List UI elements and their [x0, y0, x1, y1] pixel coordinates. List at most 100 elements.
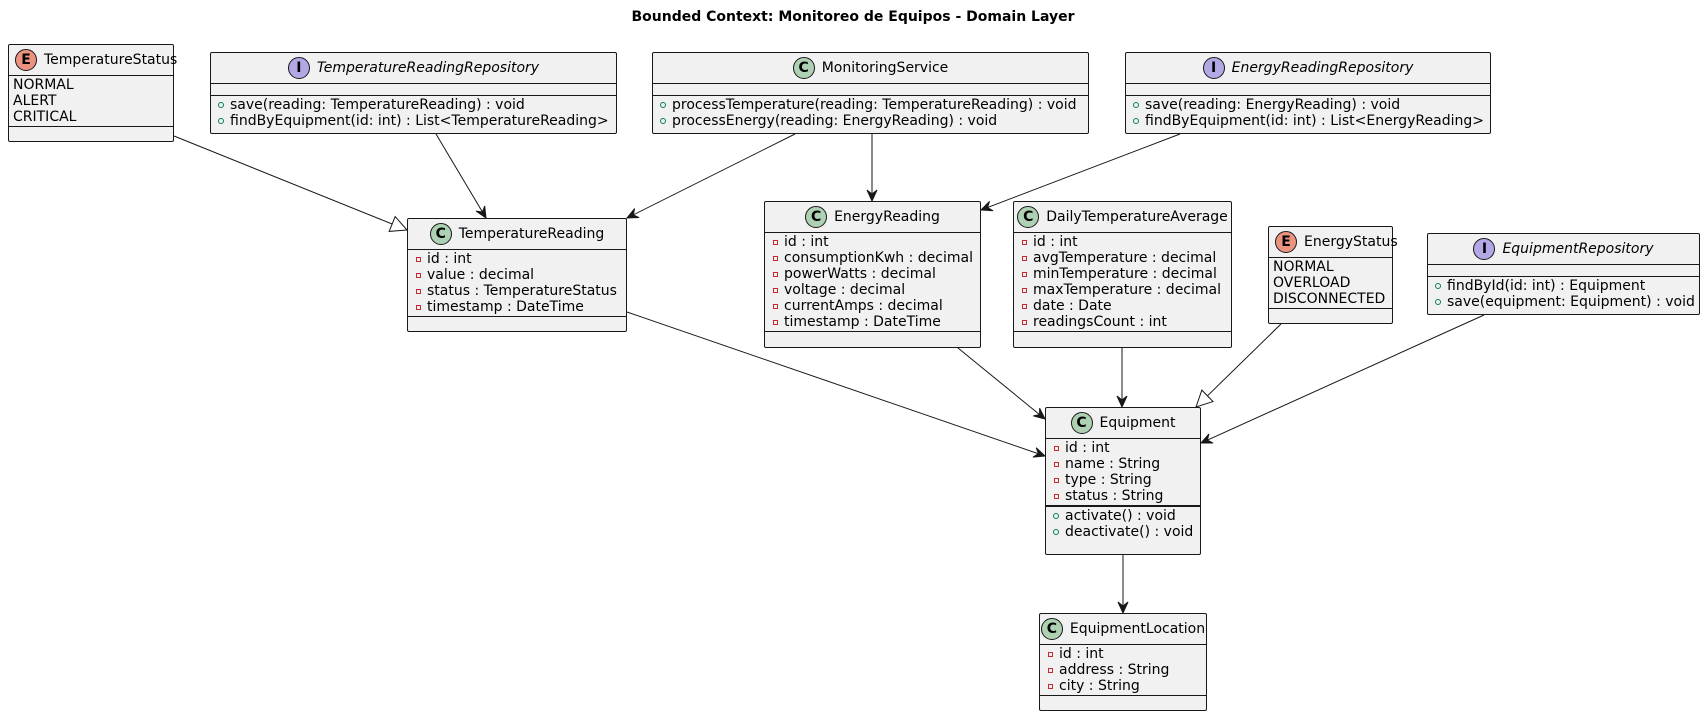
arrowhead [1116, 395, 1128, 409]
attribute-row: address : String [1040, 662, 1206, 678]
arrowhead [1033, 407, 1046, 420]
enum-literal: OVERLOAD [1273, 275, 1351, 291]
private-visibility-icon [771, 282, 779, 298]
private-visibility-icon [1046, 678, 1054, 694]
operation-row: activate() : void [1046, 508, 1200, 524]
enum-stereotype-icon: E [15, 49, 37, 71]
arrowhead [625, 208, 640, 219]
operations-compartment [765, 332, 980, 343]
relation-association [626, 311, 1047, 458]
class-name: EnergyReading [834, 209, 940, 225]
attribute-row: consumptionKwh : decimal [765, 250, 980, 266]
private-visibility-icon [771, 314, 779, 330]
relation-line [435, 133, 486, 217]
attribute-text: value : decimal [427, 267, 535, 283]
attribute-row: timestamp : DateTime [408, 299, 626, 315]
private-visibility-icon [414, 283, 422, 299]
public-visibility-icon [1052, 508, 1060, 524]
attribute-text: consumptionKwh : decimal [784, 250, 973, 266]
inheritance-arrowhead [388, 215, 409, 232]
operation-text: activate() : void [1065, 508, 1176, 524]
attribute-row: voltage : decimal [765, 282, 980, 298]
private-visibility-icon [1052, 488, 1060, 504]
relation-association [979, 133, 1181, 212]
relation-association [866, 134, 878, 203]
attribute-row: id : int [1014, 234, 1231, 250]
enum-name: TemperatureStatus [44, 52, 178, 68]
private-visibility-icon [414, 251, 422, 267]
operation-text: findById(id: int) : Equipment [1447, 278, 1646, 294]
enum-literal: ALERT [13, 93, 57, 109]
private-visibility-icon [1020, 250, 1028, 266]
public-visibility-icon [217, 97, 225, 113]
operation-row: save(equipment: Equipment) : void [1428, 294, 1699, 310]
relation-extension [173, 135, 409, 232]
class-name: Equipment [1099, 415, 1176, 431]
operation-text: findByEquipment(id: int) : List<Temperat… [230, 113, 609, 129]
private-visibility-icon [1046, 646, 1054, 662]
attribute-text: maxTemperature : decimal [1033, 282, 1221, 298]
operation-row: save(reading: TemperatureReading) : void [211, 97, 616, 113]
operation-row: findById(id: int) : Equipment [1428, 278, 1699, 294]
private-visibility-icon [1052, 456, 1060, 472]
attribute-text: id : int [1065, 440, 1110, 456]
attribute-row: id : int [1046, 440, 1200, 456]
class-stereotype-icon: C [792, 57, 815, 79]
private-visibility-icon [771, 234, 779, 250]
interface-stereotype-icon: I [1202, 57, 1225, 79]
operation-row: save(reading: EnergyReading) : void [1126, 97, 1490, 113]
class-name: DailyTemperatureAverage [1046, 209, 1228, 225]
arrowhead [475, 205, 487, 220]
class-name: EquipmentLocation [1069, 621, 1206, 637]
attribute-text: powerWatts : decimal [784, 266, 936, 282]
enum-header: E TemperatureStatus [9, 45, 177, 76]
private-visibility-icon [1052, 440, 1060, 456]
arrowhead [1117, 601, 1129, 615]
attribute-text: address : String [1059, 662, 1170, 678]
class-name: MonitoringService [821, 60, 949, 76]
attributes-compartment [1126, 84, 1490, 96]
public-visibility-icon [1434, 278, 1442, 294]
private-visibility-icon [414, 267, 422, 283]
operations-compartment [1040, 696, 1206, 707]
attribute-row: type : String [1046, 472, 1200, 488]
attribute-text: currentAmps : decimal [784, 298, 943, 314]
relation-line [1207, 323, 1282, 397]
public-visibility-icon [1132, 97, 1140, 113]
attribute-row: date : Date [1014, 298, 1231, 314]
attribute-row: id : int [1040, 646, 1206, 662]
relation-association [1117, 555, 1129, 615]
operation-row: findByEquipment(id: int) : List<EnergyRe… [1126, 113, 1490, 129]
private-visibility-icon [771, 250, 779, 266]
attribute-text: voltage : decimal [784, 282, 906, 298]
attribute-row: timestamp : DateTime [765, 314, 980, 330]
class-name: TemperatureReading [458, 226, 605, 242]
public-visibility-icon [1434, 294, 1442, 310]
attribute-text: status : TemperatureStatus [427, 283, 617, 299]
class-stereotype-icon: C [1070, 412, 1093, 434]
relation-line [173, 135, 393, 225]
relation-line [626, 311, 1044, 456]
operation-row: findByEquipment(id: int) : List<Temperat… [211, 113, 616, 129]
